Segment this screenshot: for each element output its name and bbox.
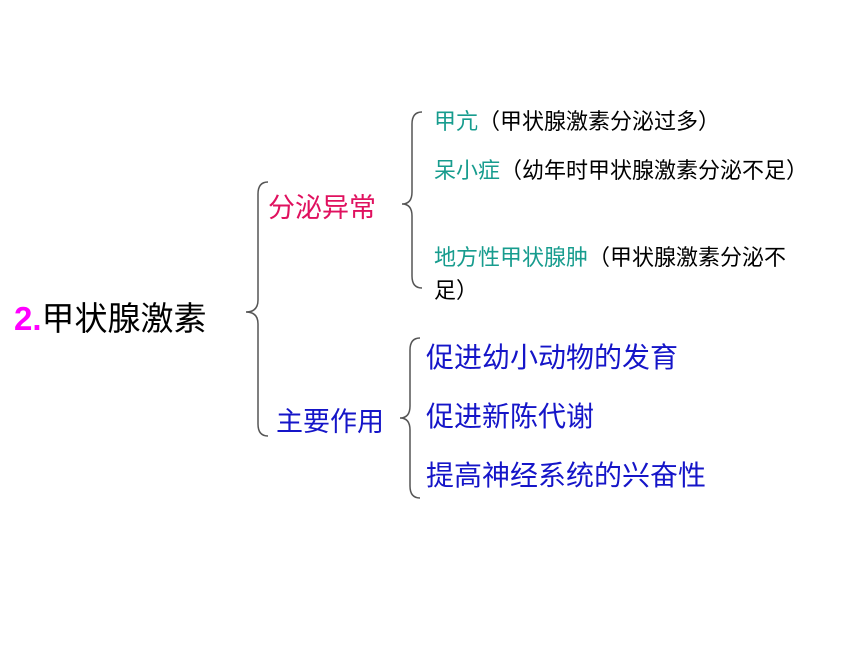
root-number: 2. [14,300,42,337]
effect-nervous-excitability: 提高神经系统的兴奋性 [426,459,707,492]
branch-abnormal-secretion: 分泌异常 [268,193,376,224]
leaf-detail: （幼年时甲状腺激素分泌不足） [500,159,809,184]
effect-metabolism: 促进新陈代谢 [426,400,595,433]
leaf-endemic-goiter: 地方性甲状腺肿（甲状腺激素分泌不足） [434,242,814,308]
effect-development: 促进幼小动物的发育 [426,341,679,374]
leaf-keyword: 甲亢 [434,110,479,135]
leaf-keyword: 地方性甲状腺肿 [434,246,589,271]
function-brace [399,337,421,499]
root-node: 2.甲状腺激素 [14,292,207,340]
leaf-detail: （甲状腺激素分泌过多） [478,110,721,135]
leaf-keyword: 呆小症 [434,159,501,184]
root-title: 甲状腺激素 [41,299,207,338]
leaf-cretinism: 呆小症（幼年时甲状腺激素分泌不足） [434,155,814,188]
branch-main-function: 主要作用 [276,407,384,438]
leaf-hyperthyroidism: 甲亢（甲状腺激素分泌过多） [434,106,814,139]
abnormal-brace [401,111,423,289]
leaf-detail: （甲状腺激素分泌不足） [434,246,787,304]
main-brace [245,181,269,437]
